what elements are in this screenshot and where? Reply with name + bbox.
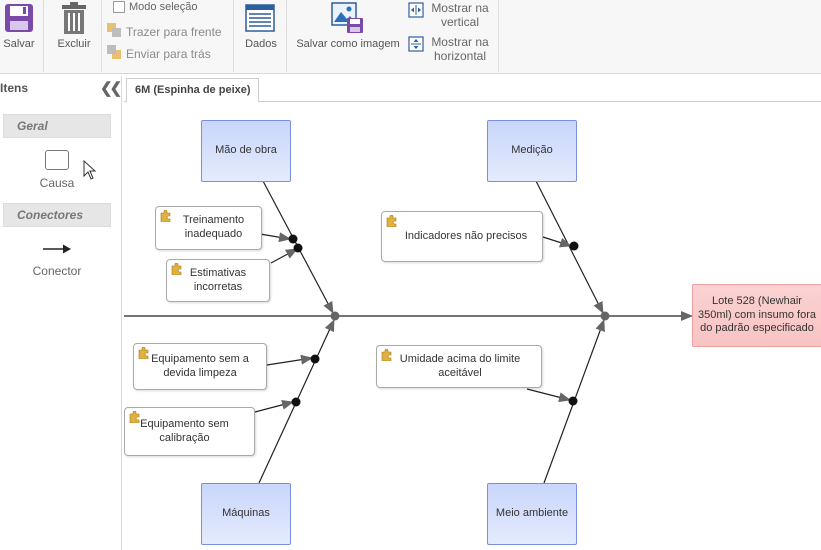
cause-estimativas[interactable]: Estimativas incorretas — [166, 259, 270, 302]
cause-arrow-calibracao — [254, 399, 294, 413]
data-table-icon — [245, 4, 275, 35]
show-horizontal-label-1: Mostrar na — [431, 35, 489, 49]
delete-button[interactable]: Excluir — [52, 0, 96, 72]
cause-equipamento-limpeza[interactable]: Equipamento sem a devida limpeza — [133, 343, 267, 390]
category-medicao[interactable]: Medição — [487, 120, 577, 182]
cause-arrow-umidade — [526, 388, 571, 403]
data-button[interactable]: Dados — [240, 0, 282, 72]
bring-front-icon — [106, 22, 122, 41]
category-label: Medição — [511, 144, 553, 157]
show-vertical-button[interactable]: Mostrar na vertical — [408, 0, 492, 32]
cause-shape-icon — [45, 150, 69, 170]
vertical-layout-icon — [408, 2, 424, 21]
show-horizontal-label-2: horizontal — [433, 49, 487, 63]
category-label: Meio ambiente — [495, 507, 569, 520]
cause-umidade[interactable]: Umidade acima do limite aceitável — [376, 345, 542, 388]
save-as-image-label: Salvar como imagem — [296, 38, 400, 50]
image-export-icon — [331, 2, 365, 37]
effect-label: Lote 528 (Newhair 350ml) com insumo fora… — [698, 294, 816, 335]
toolbar: Salvar Excluir Modo seleção Tra — [0, 0, 821, 74]
tab-bar: 6M (Espinha de peixe) — [124, 76, 821, 103]
arrow-right-icon — [42, 242, 72, 256]
cause-tool-label: Causa — [39, 176, 75, 190]
toolbar-divider — [286, 0, 287, 72]
show-horizontal-button[interactable]: Mostrar na horizontal — [408, 34, 492, 66]
connector-tool[interactable]: Conector — [18, 242, 96, 278]
cause-tool[interactable]: Causa — [18, 150, 96, 190]
bring-front-button[interactable]: Trazer para frente — [106, 22, 222, 41]
collapse-sidebar-icon[interactable]: ❮❮ — [100, 80, 122, 97]
save-label: Salvar — [3, 38, 35, 50]
show-vertical-label-1: Mostrar na — [431, 1, 489, 15]
diagram-canvas[interactable]: Mão de obra Medição Máquinas Meio ambien… — [124, 103, 821, 550]
delete-label: Excluir — [57, 38, 91, 50]
category-label: Mão de obra — [215, 144, 277, 157]
general-section-header[interactable]: Geral — [3, 114, 111, 138]
horizontal-layout-icon — [408, 36, 424, 55]
bone-medicao — [535, 180, 604, 314]
effect-box[interactable]: Lote 528 (Newhair 350ml) com insumo fora… — [692, 284, 821, 347]
category-mao-de-obra[interactable]: Mão de obra — [201, 120, 291, 182]
diagram-connectors — [124, 180, 693, 484]
selection-mode-label: Modo seleção — [129, 1, 198, 13]
send-back-label: Enviar para trás — [126, 46, 211, 61]
cause-treinamento[interactable]: Treinamento inadequado — [155, 206, 262, 250]
show-vertical-label-2: vertical — [440, 15, 479, 29]
junction-dot — [310, 354, 320, 364]
bring-front-label: Trazer para frente — [126, 24, 222, 39]
category-meio-ambiente[interactable]: Meio ambiente — [487, 483, 577, 545]
cause-arrow-treinamento — [259, 232, 291, 243]
junction-dot — [568, 396, 578, 406]
spine-junction-dot — [330, 311, 340, 321]
items-sidebar: Itens ❮❮ Geral Causa Conectores Conector — [0, 76, 122, 550]
junction-dot — [291, 397, 301, 407]
send-back-button[interactable]: Enviar para trás — [106, 44, 211, 63]
sidebar-header: Itens ❮❮ — [0, 80, 122, 101]
data-label: Dados — [245, 38, 277, 50]
toolbar-divider — [233, 0, 234, 72]
sidebar-title: Itens — [0, 81, 29, 95]
cause-label: Umidade acima do limite aceitável — [399, 352, 521, 379]
cause-label: Equipamento sem calibração — [140, 417, 229, 444]
checkbox-icon — [113, 1, 125, 13]
tab-fishbone-diagram[interactable]: 6M (Espinha de peixe) — [126, 78, 259, 103]
category-maquinas[interactable]: Máquinas — [201, 483, 291, 545]
cause-indicadores[interactable]: Indicadores não precisos — [381, 211, 543, 262]
toolbar-divider — [498, 0, 499, 72]
junction-dot — [293, 243, 303, 253]
selection-mode-checkbox[interactable]: Modo seleção — [113, 1, 198, 13]
trash-icon — [60, 2, 88, 37]
cause-arrow-limpeza — [266, 354, 313, 366]
cause-arrow-estimativas — [270, 248, 298, 264]
save-as-image-button[interactable]: Salvar como imagem — [294, 0, 402, 72]
cause-label: Treinamento inadequado — [182, 214, 245, 240]
category-label: Máquinas — [222, 507, 270, 520]
spine-junction-dot — [600, 311, 610, 321]
junction-dot — [288, 234, 298, 244]
toolbar-divider — [101, 0, 102, 72]
cause-equipamento-calibracao[interactable]: Equipamento sem calibração — [124, 407, 255, 456]
send-back-icon — [106, 44, 122, 63]
save-icon — [4, 3, 34, 36]
cause-label: Estimativas incorretas — [189, 266, 247, 293]
save-button[interactable]: Salvar — [0, 0, 38, 72]
cause-arrow-indicadores — [542, 236, 572, 248]
cause-label: Equipamento sem a devida limpeza — [151, 352, 249, 379]
cause-label: Indicadores não precisos — [404, 229, 528, 242]
mouse-pointer-icon — [83, 159, 97, 183]
junction-dot — [569, 241, 579, 251]
connectors-section-header[interactable]: Conectores — [3, 203, 111, 227]
toolbar-divider — [43, 0, 44, 72]
connector-tool-label: Conector — [32, 264, 82, 278]
